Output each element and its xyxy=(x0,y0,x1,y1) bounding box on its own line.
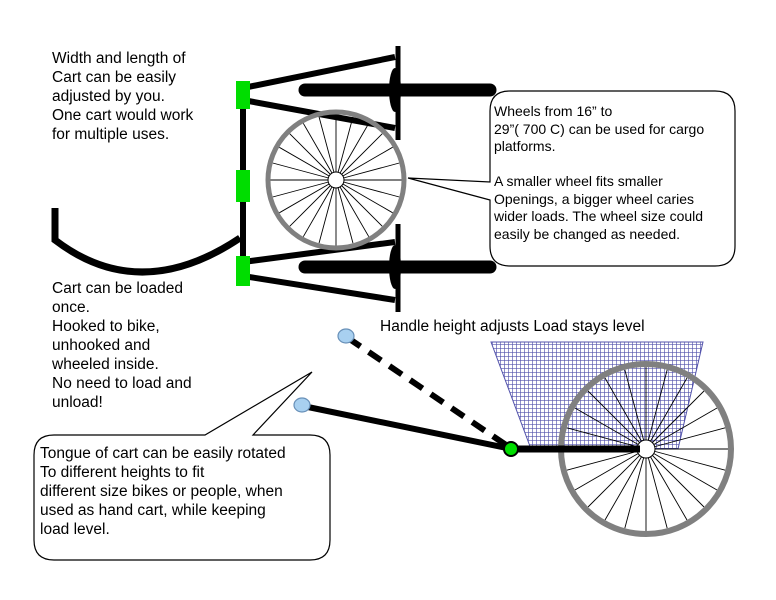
adjustable-note: Width and length of Cart can be easily a… xyxy=(52,49,193,144)
wheel-spoke xyxy=(335,133,383,181)
loaded-line: Hooked to bike, xyxy=(52,318,160,335)
adjust-line: Width and length of xyxy=(52,50,186,67)
adjust-line: for multiple uses. xyxy=(52,126,170,143)
wheel-spoke xyxy=(335,162,400,181)
wheel-spoke xyxy=(289,179,337,227)
wheel-spoke xyxy=(604,377,647,450)
wheels-line: A smaller wheel fits smaller xyxy=(494,173,663,189)
wheel-spoke xyxy=(302,123,337,181)
wheel-hub xyxy=(327,171,345,189)
tongue-callout-bubble xyxy=(33,371,331,561)
wheel-spoke xyxy=(645,407,718,450)
top-view-wheel xyxy=(265,109,407,251)
wheel-spoke xyxy=(574,448,647,491)
handle-note: Handle height adjusts Load stays level xyxy=(380,318,645,335)
tongue-line: different size bikes or people, when xyxy=(40,483,283,500)
wheel-spoke xyxy=(645,448,668,529)
wheel-spoke xyxy=(335,179,354,244)
loaded-line: unload! xyxy=(52,394,103,411)
adjust-line: adjusted by you. xyxy=(52,88,165,105)
wheels-callout-text: Wheels from 16” to 29”( 700 C) can be us… xyxy=(494,103,704,243)
tongue-line: Tongue of cart can be easily rotated xyxy=(40,445,286,462)
wheels-line: wider loads. The wheel size could xyxy=(494,208,704,224)
wheel-spoke xyxy=(335,179,393,214)
side-view-cart xyxy=(293,328,734,537)
wheel-spoke xyxy=(574,407,647,450)
wheel-spoke xyxy=(335,146,393,181)
top-view-cart xyxy=(51,46,497,312)
wheel-spoke xyxy=(272,179,337,198)
loaded-line: unhooked and xyxy=(52,337,151,354)
wheel-spoke xyxy=(645,377,688,450)
wheel-spoke xyxy=(645,448,726,471)
wheel-spoke xyxy=(272,162,337,181)
upper-strut-a xyxy=(242,54,396,91)
wheel-spoke xyxy=(645,427,726,450)
tongue-line: To different heights to fit xyxy=(40,464,205,481)
wheel-spoke xyxy=(279,179,337,214)
wheel-spoke xyxy=(279,146,337,181)
wheels-line: 29”( 700 C) can be used for cargo xyxy=(494,120,705,137)
wheel-spoke xyxy=(587,448,647,508)
wheel-spoke xyxy=(335,116,354,181)
loaded-line: Cart can be loaded xyxy=(52,280,183,297)
wheel-spoke xyxy=(604,448,647,521)
wheel-spoke xyxy=(335,179,370,237)
lower-hub xyxy=(389,245,401,289)
wheel-spoke xyxy=(335,179,383,227)
wheel-spoke xyxy=(566,448,647,471)
wheel-spoke xyxy=(318,179,337,244)
wheel-spoke xyxy=(318,116,337,181)
wheels-line: Openings, a bigger wheel caries xyxy=(494,190,695,207)
lower-strut-a xyxy=(242,239,396,265)
wheel-spoke xyxy=(645,369,668,450)
wheel-spoke xyxy=(566,427,647,450)
wheel-spoke xyxy=(302,179,337,237)
tongue-lowered xyxy=(302,403,513,452)
loaded-line: once. xyxy=(52,299,90,316)
wheels-line: platforms. xyxy=(494,138,556,154)
loaded-line: wheeled inside. xyxy=(52,356,159,373)
wheels-line: easily be changed as needed. xyxy=(494,225,681,242)
wheels-callout-bubble xyxy=(407,90,736,267)
wheel-rim xyxy=(265,109,407,251)
wheel-spoke xyxy=(645,448,718,491)
wheels-line: Wheels from 16” to xyxy=(494,103,613,119)
adjust-line: One cart would work xyxy=(52,107,194,124)
wheel-spoke xyxy=(335,179,400,198)
tongue-callout-text: Tongue of cart can be easily rotated To … xyxy=(40,444,286,539)
wheels-line xyxy=(494,156,704,174)
tongue-line: load level. xyxy=(40,521,110,538)
wheel-spoke xyxy=(645,448,705,508)
adjust-line: Cart can be easily xyxy=(52,69,177,86)
clamp-middle xyxy=(236,170,250,202)
cargo-basket xyxy=(490,341,704,450)
hook-bar xyxy=(51,208,242,276)
wheel-spoke xyxy=(289,133,337,181)
loaded-line: No need to load and xyxy=(52,375,192,392)
pivot-joint xyxy=(503,441,519,457)
clamp-top xyxy=(236,81,250,109)
loaded-note: Cart can be loaded once. Hooked to bike,… xyxy=(52,279,192,412)
upper-hub xyxy=(389,68,401,112)
wheel-spoke xyxy=(645,390,705,450)
wheel-spoke xyxy=(587,390,647,450)
clamp-bottom xyxy=(236,256,250,286)
handle-ball-lowered xyxy=(293,397,311,413)
tongue-line: used as hand cart, while keeping xyxy=(40,502,266,519)
handle-ball-raised xyxy=(337,328,355,344)
wheel-spoke xyxy=(624,369,647,450)
tongue-raised xyxy=(346,335,514,452)
wheel-spoke xyxy=(624,448,647,529)
wheel-spoke xyxy=(335,123,370,181)
lower-strut-b xyxy=(242,273,396,303)
wheel-spoke xyxy=(645,448,688,521)
